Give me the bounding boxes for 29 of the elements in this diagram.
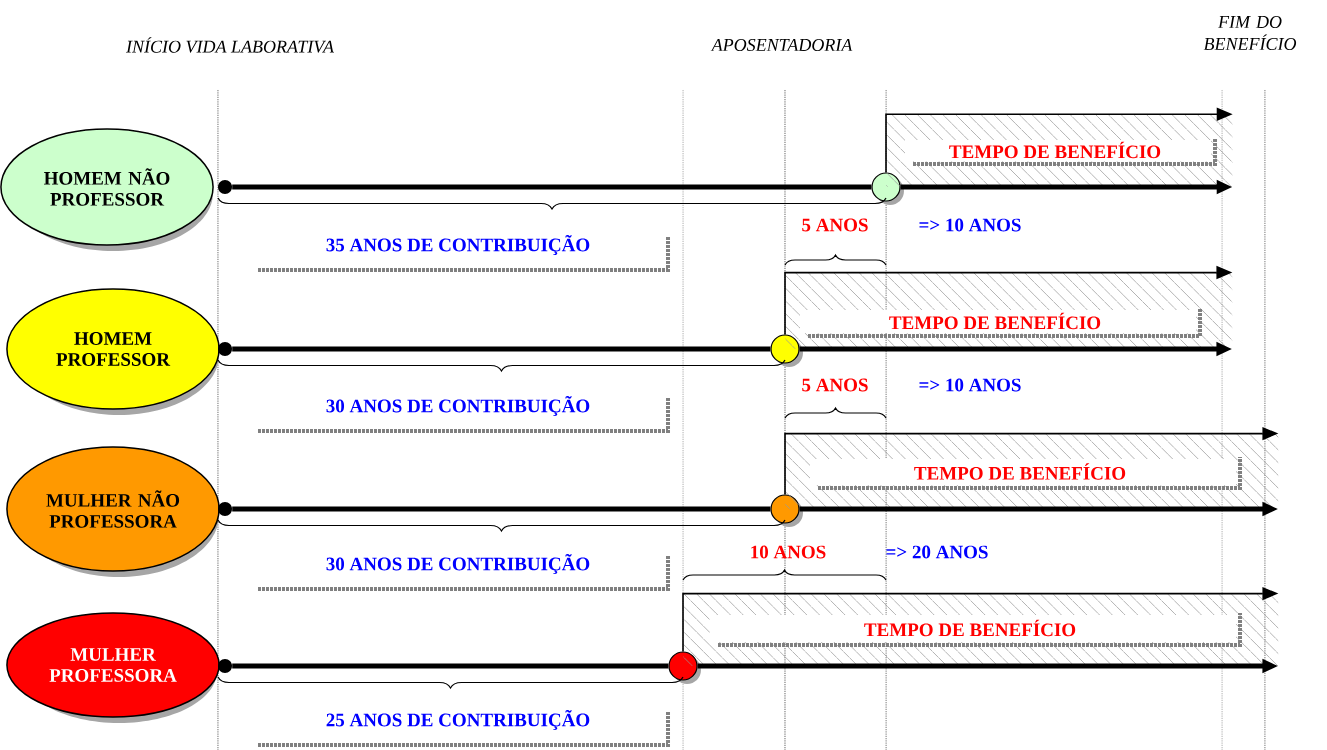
duration-text: 5 ANOS — [802, 218, 868, 232]
text-box: TEMPO DE BENEFÍCIO — [710, 613, 1242, 647]
result-text: => 20 ANOS — [886, 545, 988, 559]
start-dot — [218, 180, 232, 194]
start-dot — [218, 659, 232, 673]
duration-text: 10 ANOS — [751, 545, 826, 559]
node-label: TEMPO DE BENEFÍCIO — [914, 463, 1126, 480]
node-label: TEMPO DE BENEFÍCIO — [889, 312, 1101, 330]
text-box: 25 ANOS DE CONTRIBUIÇÃO — [258, 709, 670, 747]
text-box: 30 ANOS DE CONTRIBUIÇÃO — [258, 553, 670, 591]
result-text: => 10 ANOS — [919, 378, 1021, 392]
retirement-circle — [770, 494, 803, 527]
retirement-circle — [668, 651, 701, 684]
text-box: 30 ANOS DE CONTRIBUIÇÃO — [258, 395, 670, 433]
start-dot — [218, 502, 232, 516]
text-box: TEMPO DE BENEFÍCIO — [905, 138, 1217, 166]
node-label: TEMPO DE BENEFÍCIO — [949, 141, 1161, 159]
text-box: 35 ANOS DE CONTRIBUIÇÃO — [258, 234, 670, 272]
node-label: TEMPO DE BENEFÍCIO — [864, 619, 1076, 637]
result-text: => 10 ANOS — [919, 218, 1021, 232]
heading-text: FIM DO BENEFÍCIO — [1203, 15, 1297, 51]
retirement-circle — [770, 334, 803, 367]
text-box: TEMPO DE BENEFÍCIO — [800, 308, 1202, 338]
text-box: TEMPO DE BENEFÍCIO — [810, 457, 1242, 490]
heading-text: APOSENTADORIA — [710, 38, 853, 52]
start-dot — [218, 342, 232, 356]
retirement-circle — [871, 172, 904, 205]
duration-text: 5 ANOS — [802, 378, 868, 392]
heading-text: INÍCIO VIDA LABORATIVA — [125, 37, 335, 53]
